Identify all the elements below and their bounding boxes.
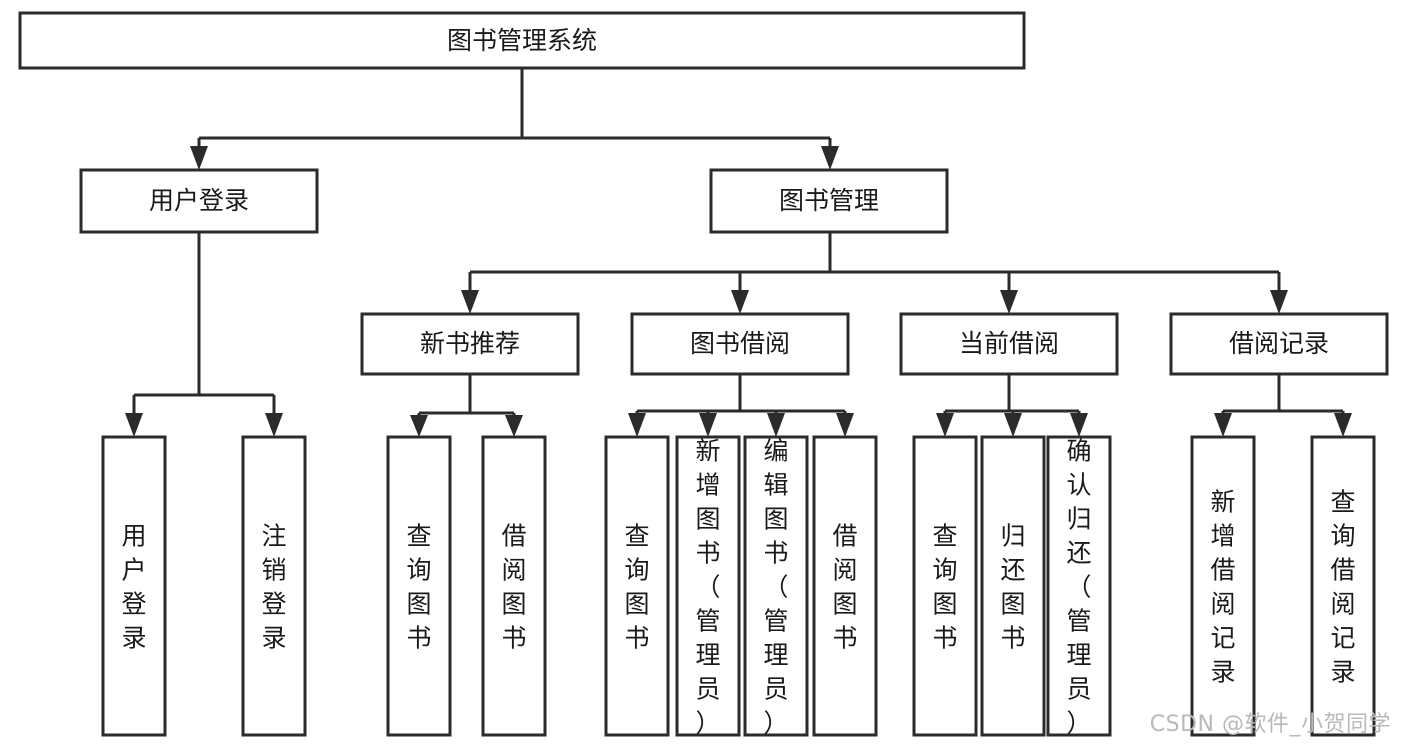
leaf-query-record-box[interactable]	[1310, 435, 1376, 737]
leaf-query-book-1-label: 查询图书	[406, 522, 431, 653]
leaf-confirm-return-label: 确认归还（管理员）	[1066, 437, 1091, 738]
edge-group-root	[190, 68, 839, 170]
node-current-borrow-label: 当前借阅	[959, 329, 1059, 358]
node-leaf-add-record[interactable]: 新增借阅记录	[1190, 435, 1256, 737]
leaf-logout-box[interactable]	[241, 435, 307, 737]
node-new-book-rec-label: 新书推荐	[420, 329, 520, 358]
node-borrow-record[interactable]: 借阅记录	[1169, 312, 1389, 376]
node-borrow-record-box[interactable]	[1169, 312, 1389, 376]
leaf-user-login-label: 用户登录	[121, 522, 146, 653]
arrowhead-leaf-query-book-3	[936, 413, 954, 437]
edge-group-new-book-rec	[410, 374, 523, 437]
node-root-box[interactable]	[18, 11, 1026, 70]
arrowhead-leaf-logout	[265, 413, 283, 437]
leaf-query-record-label: 查询借阅记录	[1330, 488, 1355, 687]
leaf-logout-label: 注销登录	[261, 522, 286, 653]
node-book-borrow-label: 图书借阅	[690, 329, 790, 358]
leaf-return-book-box[interactable]	[980, 435, 1046, 737]
arrowhead-leaf-borrow-book-2	[836, 413, 854, 437]
leaf-add-book-box[interactable]	[675, 435, 741, 737]
leaf-query-book-1-box[interactable]	[386, 435, 452, 737]
leaf-query-book-3-box[interactable]	[912, 435, 978, 737]
node-current-borrow-box[interactable]	[899, 312, 1119, 376]
arrowhead-book-borrow	[731, 290, 749, 314]
node-leaf-query-book-1[interactable]: 查询图书	[386, 435, 452, 737]
leaf-add-book-label: 新增图书（管理员）	[695, 437, 720, 738]
leaf-query-book-2-box[interactable]	[604, 435, 670, 737]
edge-group-user-login	[125, 232, 283, 437]
arrowhead-leaf-edit-book	[767, 413, 785, 437]
node-leaf-query-book-2[interactable]: 查询图书	[604, 435, 670, 737]
arrowhead-borrow-record	[1270, 290, 1288, 314]
leaf-return-book-label: 归还图书	[1000, 522, 1025, 653]
node-book-mgmt-box[interactable]	[709, 168, 949, 234]
arrowhead-leaf-query-record	[1334, 413, 1352, 437]
node-book-mgmt-label: 图书管理	[779, 186, 879, 215]
node-leaf-query-book-3[interactable]: 查询图书	[912, 435, 978, 737]
leaf-node-layer: 用户登录 注销登录 查询图书 借阅图书 查询图书 新增图书（管理员） 编辑图书（管理员） 借阅…	[101, 435, 1376, 738]
node-leaf-logout[interactable]: 注销登录	[241, 435, 307, 737]
arrowhead-leaf-user-login	[125, 413, 143, 437]
watermark-text: CSDN @软件_小贺同学	[1149, 712, 1391, 737]
node-user-login-label: 用户登录	[149, 186, 249, 215]
arrowhead-leaf-query-book-2	[628, 413, 646, 437]
node-leaf-return-book[interactable]: 归还图书	[980, 435, 1046, 737]
leaf-edit-book-box[interactable]	[743, 435, 809, 737]
node-root-label: 图书管理系统	[447, 26, 597, 55]
arrowhead-book-mgmt	[821, 146, 839, 170]
arrowhead-leaf-return-book	[1004, 413, 1022, 437]
node-book-mgmt[interactable]: 图书管理	[709, 168, 949, 234]
node-leaf-confirm-return[interactable]: 确认归还（管理员）	[1046, 435, 1112, 738]
arrowhead-new-book-rec	[461, 290, 479, 314]
leaf-query-book-2-label: 查询图书	[624, 522, 649, 653]
arrowhead-leaf-add-record	[1214, 413, 1232, 437]
leaf-edit-book-label: 编辑图书（管理员）	[763, 437, 788, 738]
leaf-borrow-book-2-box[interactable]	[812, 435, 878, 737]
arrowhead-leaf-borrow-book-1	[505, 415, 523, 437]
node-leaf-borrow-book-2[interactable]: 借阅图书	[812, 435, 878, 737]
arrowhead-leaf-query-book-1	[410, 415, 428, 437]
edge-group-borrow-record	[1214, 374, 1352, 437]
node-book-borrow[interactable]: 图书借阅	[630, 312, 850, 376]
leaf-add-record-label: 新增借阅记录	[1210, 488, 1235, 687]
arrowhead-current-borrow	[1000, 290, 1018, 314]
leaf-borrow-book-1-box[interactable]	[481, 435, 547, 737]
node-current-borrow[interactable]: 当前借阅	[899, 312, 1119, 376]
node-leaf-edit-book[interactable]: 编辑图书（管理员）	[743, 435, 809, 738]
node-user-login[interactable]: 用户登录	[79, 168, 319, 234]
node-new-book-rec[interactable]: 新书推荐	[360, 312, 580, 376]
leaf-add-record-box[interactable]	[1190, 435, 1256, 737]
node-root[interactable]: 图书管理系统	[18, 11, 1026, 70]
node-borrow-record-label: 借阅记录	[1229, 329, 1329, 358]
leaf-query-book-3-label: 查询图书	[932, 522, 957, 653]
arrowhead-leaf-add-book	[699, 413, 717, 437]
leaf-confirm-return-box[interactable]	[1046, 435, 1112, 737]
edge-group-book-mgmt	[461, 232, 1288, 314]
arrowhead-leaf-confirm-return	[1070, 413, 1088, 437]
node-user-login-box[interactable]	[79, 168, 319, 234]
node-book-borrow-box[interactable]	[630, 312, 850, 376]
arrowhead-user-login	[190, 146, 208, 170]
node-leaf-query-record[interactable]: 查询借阅记录	[1310, 435, 1376, 737]
leaf-user-login-box[interactable]	[101, 435, 167, 737]
edge-group-current-borrow	[936, 374, 1088, 437]
leaf-borrow-book-1-label: 借阅图书	[501, 522, 526, 653]
edge-group-book-borrow	[628, 374, 854, 437]
node-leaf-borrow-book-1[interactable]: 借阅图书	[481, 435, 547, 737]
leaf-borrow-book-2-label: 借阅图书	[832, 522, 857, 653]
node-leaf-user-login[interactable]: 用户登录	[101, 435, 167, 737]
node-new-book-rec-box[interactable]	[360, 312, 580, 376]
node-leaf-add-book[interactable]: 新增图书（管理员）	[675, 435, 741, 738]
